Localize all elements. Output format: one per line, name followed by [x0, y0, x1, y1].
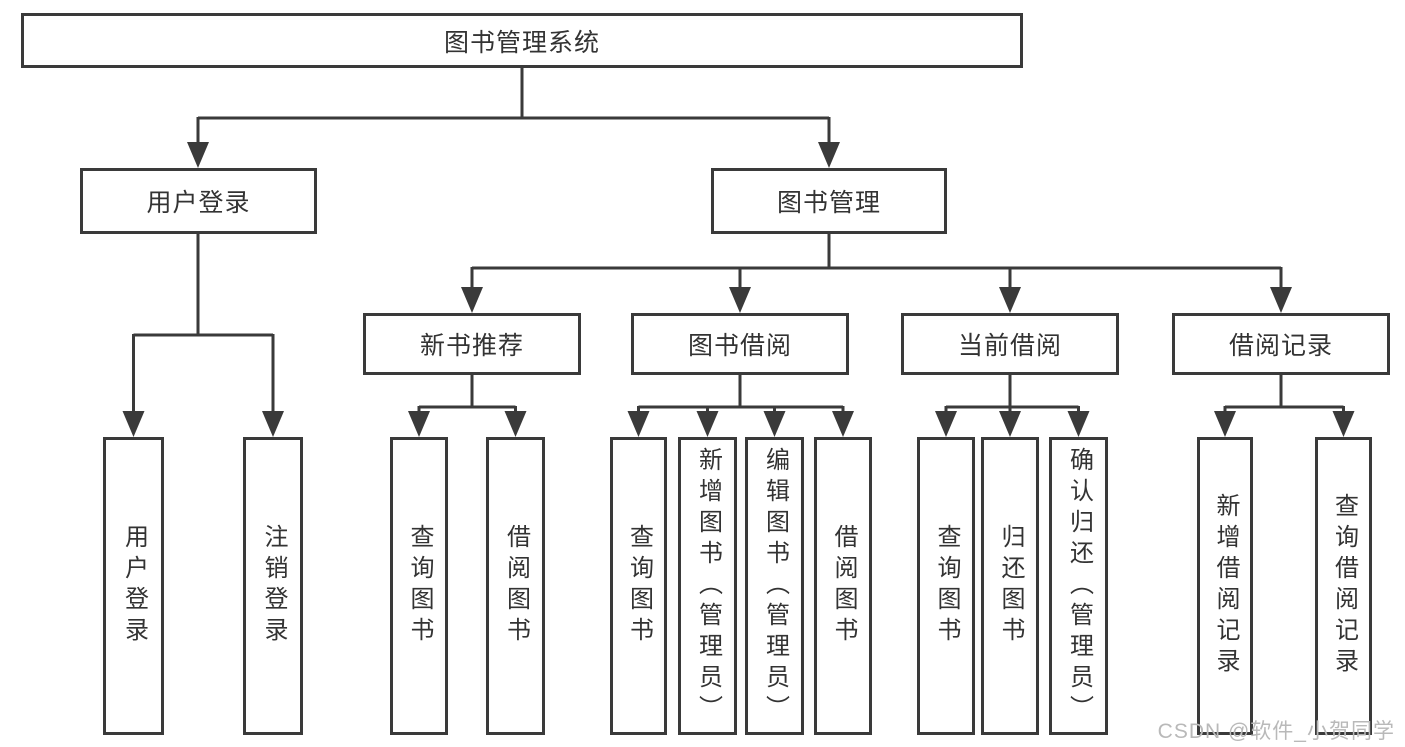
arrowhead-icon — [763, 411, 786, 437]
connector-root-to-level2 — [187, 68, 840, 168]
leaf-user-login-label: 用户登录 — [120, 524, 148, 648]
arrowhead-icon — [504, 411, 527, 437]
leaf-query-books-recommend-label: 查询图书 — [406, 524, 433, 648]
leaf-query-books-current: 查询图书 — [917, 437, 975, 735]
leaf-edit-book-admin: 编辑图书（管理员） — [745, 437, 804, 735]
connector-user-login-to-leaves — [122, 234, 284, 437]
connector-new-book-to-leaves — [408, 375, 527, 437]
leaf-query-books-current-label: 查询图书 — [933, 524, 960, 648]
arrowhead-icon — [729, 287, 751, 313]
leaf-confirm-return-admin: 确认归还（管理员） — [1049, 437, 1108, 735]
arrowhead-icon — [122, 411, 145, 437]
leaf-query-books-borrow: 查询图书 — [610, 437, 667, 735]
connector-book-borrow-to-leaves — [627, 375, 854, 437]
leaf-return-books: 归还图书 — [981, 437, 1039, 735]
leaf-borrow-books-recommend: 借阅图书 — [486, 437, 545, 735]
arrowhead-icon — [1332, 411, 1355, 437]
leaf-add-book-admin: 新增图书（管理员） — [678, 437, 737, 735]
arrowhead-icon — [1214, 411, 1236, 437]
leaf-add-book-admin-label: 新增图书（管理员） — [694, 446, 722, 726]
node-user-login: 用户登录 — [80, 168, 317, 234]
node-user-login-label: 用户登录 — [146, 189, 251, 217]
leaf-edit-book-admin-label: 编辑图书（管理员） — [761, 446, 789, 726]
leaf-query-books-recommend: 查询图书 — [390, 437, 448, 735]
leaf-user-login: 用户登录 — [103, 437, 164, 735]
connector-current-borrow-to-leaves — [935, 375, 1090, 437]
node-borrow-records: 借阅记录 — [1172, 313, 1390, 375]
arrowhead-icon — [999, 411, 1021, 437]
node-new-book-recommend-label: 新书推荐 — [419, 332, 524, 360]
arrowhead-icon — [461, 287, 483, 313]
leaf-logout-label: 注销登录 — [260, 524, 287, 648]
node-borrow-records-label: 借阅记录 — [1228, 332, 1333, 360]
node-new-book-recommend: 新书推荐 — [363, 313, 581, 375]
leaf-query-books-borrow-label: 查询图书 — [625, 524, 653, 648]
leaf-add-borrow-record-label: 新增借阅记录 — [1212, 493, 1239, 679]
node-book-management-label: 图书管理 — [776, 189, 881, 217]
leaf-query-borrow-record: 查询借阅记录 — [1315, 437, 1372, 735]
leaf-confirm-return-admin-label: 确认归还（管理员） — [1065, 446, 1093, 726]
arrowhead-icon — [1067, 411, 1090, 437]
arrowhead-icon — [935, 411, 957, 437]
arrowhead-icon — [262, 411, 284, 437]
arrowhead-icon — [408, 411, 430, 437]
node-library-system-label: 图书管理系统 — [443, 28, 600, 57]
leaf-query-borrow-record-label: 查询借阅记录 — [1330, 493, 1358, 679]
arrowhead-icon — [999, 287, 1021, 313]
arrowhead-icon — [187, 142, 209, 168]
leaf-return-books-label: 归还图书 — [997, 524, 1024, 648]
node-book-borrow: 图书借阅 — [631, 313, 849, 375]
node-book-management: 图书管理 — [711, 168, 947, 234]
node-current-borrow: 当前借阅 — [901, 313, 1119, 375]
leaf-logout: 注销登录 — [243, 437, 303, 735]
connector-borrow-records-to-leaves — [1214, 375, 1355, 437]
leaf-borrow-books: 借阅图书 — [814, 437, 872, 735]
leaf-add-borrow-record: 新增借阅记录 — [1197, 437, 1253, 735]
arrowhead-icon — [818, 142, 840, 168]
arrowhead-icon — [627, 411, 650, 437]
connector-book-management-to-level3 — [461, 234, 1292, 313]
arrowhead-icon — [832, 411, 854, 437]
leaf-borrow-books-recommend-label: 借阅图书 — [502, 524, 530, 648]
node-book-borrow-label: 图书借阅 — [687, 332, 792, 360]
arrowhead-icon — [1270, 287, 1292, 313]
node-library-system: 图书管理系统 — [21, 13, 1023, 68]
leaf-borrow-books-label: 借阅图书 — [830, 524, 857, 648]
arrowhead-icon — [696, 411, 719, 437]
csdn-watermark: CSDN @软件_小贺同学 — [1157, 720, 1395, 743]
node-current-borrow-label: 当前借阅 — [957, 332, 1062, 360]
